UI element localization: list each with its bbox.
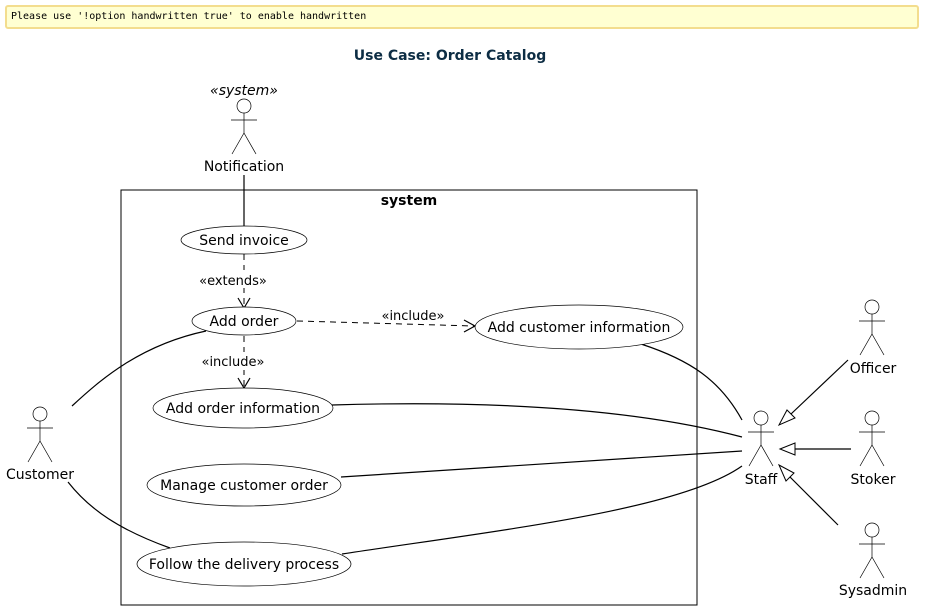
sysadmin-label: Sysadmin — [839, 583, 907, 599]
staff-add-order-info-link — [331, 403, 743, 438]
officer-body — [859, 314, 885, 356]
officer-head — [864, 299, 880, 315]
stoker-head — [864, 410, 880, 426]
include-order-label-bg — [196, 352, 270, 370]
actor-stoker[interactable]: Stoker — [851, 410, 896, 488]
include-customer-line — [296, 320, 475, 327]
extends-label: «extends» — [199, 274, 267, 289]
use-case-add-order[interactable]: Add order — [191, 306, 297, 336]
diagram-title: Use Case: Order Catalog — [354, 48, 547, 64]
use-case-manage-customer-order[interactable]: Manage customer order — [146, 463, 342, 507]
customer-label: Customer — [6, 467, 74, 483]
staff-manage-order-link — [340, 450, 743, 478]
customer-add-order-link — [71, 330, 207, 407]
notification-stereotype: «system» — [210, 83, 278, 99]
officer-generalization-arrow — [777, 409, 796, 427]
actor-staff[interactable]: Staff — [745, 410, 778, 488]
staff-add-customer-info-link — [640, 343, 743, 421]
customer-body — [27, 421, 53, 463]
actor-sysadmin[interactable]: Sysadmin — [839, 522, 907, 599]
use-case-manage-customer-order-label: Manage customer order — [160, 478, 328, 494]
associations — [67, 175, 743, 555]
staff-label: Staff — [745, 472, 778, 488]
system-boundary — [120, 189, 698, 606]
use-case-send-invoice-label: Send invoice — [199, 233, 289, 249]
notification-body — [231, 113, 257, 155]
actor-officer[interactable]: Officer — [850, 299, 897, 377]
use-case-follow-delivery[interactable]: Follow the delivery process — [136, 541, 352, 587]
note-text: Please use '!option handwritten true' to… — [11, 11, 367, 22]
extends-label-bg — [196, 270, 270, 288]
sysadmin-head — [864, 522, 880, 538]
staff-head — [753, 410, 769, 426]
notification-label: Notification — [204, 159, 284, 175]
stoker-generalization-arrow — [778, 442, 796, 456]
staff-follow-delivery-link — [341, 465, 743, 555]
include-customer-label: «include» — [381, 309, 444, 324]
notification-head — [236, 98, 252, 114]
customer-follow-delivery-link — [67, 481, 171, 549]
actor-notification[interactable]: «system» Notification — [204, 83, 284, 175]
stoker-label: Stoker — [851, 472, 896, 488]
actor-customer[interactable]: Customer — [6, 406, 74, 483]
use-case-add-order-label: Add order — [210, 314, 279, 330]
officer-label: Officer — [850, 361, 897, 377]
dependency-relations: «extends» «include» «include» — [196, 254, 477, 390]
use-case-add-customer-information-label: Add customer information — [488, 320, 671, 336]
stoker-body — [859, 425, 885, 467]
staff-body — [748, 425, 774, 467]
use-case-add-order-information[interactable]: Add order information — [152, 387, 334, 429]
sysadmin-generalization-arrow — [777, 463, 795, 482]
use-case-follow-delivery-label: Follow the delivery process — [149, 557, 339, 573]
sysadmin-body — [859, 537, 885, 579]
use-case-add-order-information-label: Add order information — [166, 401, 320, 417]
use-case-add-customer-information[interactable]: Add customer information — [474, 304, 684, 350]
include-order-label: «include» — [201, 355, 264, 370]
generalizations — [777, 359, 851, 526]
officer-generalization-line — [790, 359, 849, 415]
customer-head — [32, 406, 48, 422]
handwritten-warning-note: Please use '!option handwritten true' to… — [5, 5, 919, 29]
sysadmin-generalization-line — [789, 476, 839, 526]
use-case-send-invoice[interactable]: Send invoice — [180, 225, 308, 255]
boundary-label: system — [381, 193, 438, 209]
